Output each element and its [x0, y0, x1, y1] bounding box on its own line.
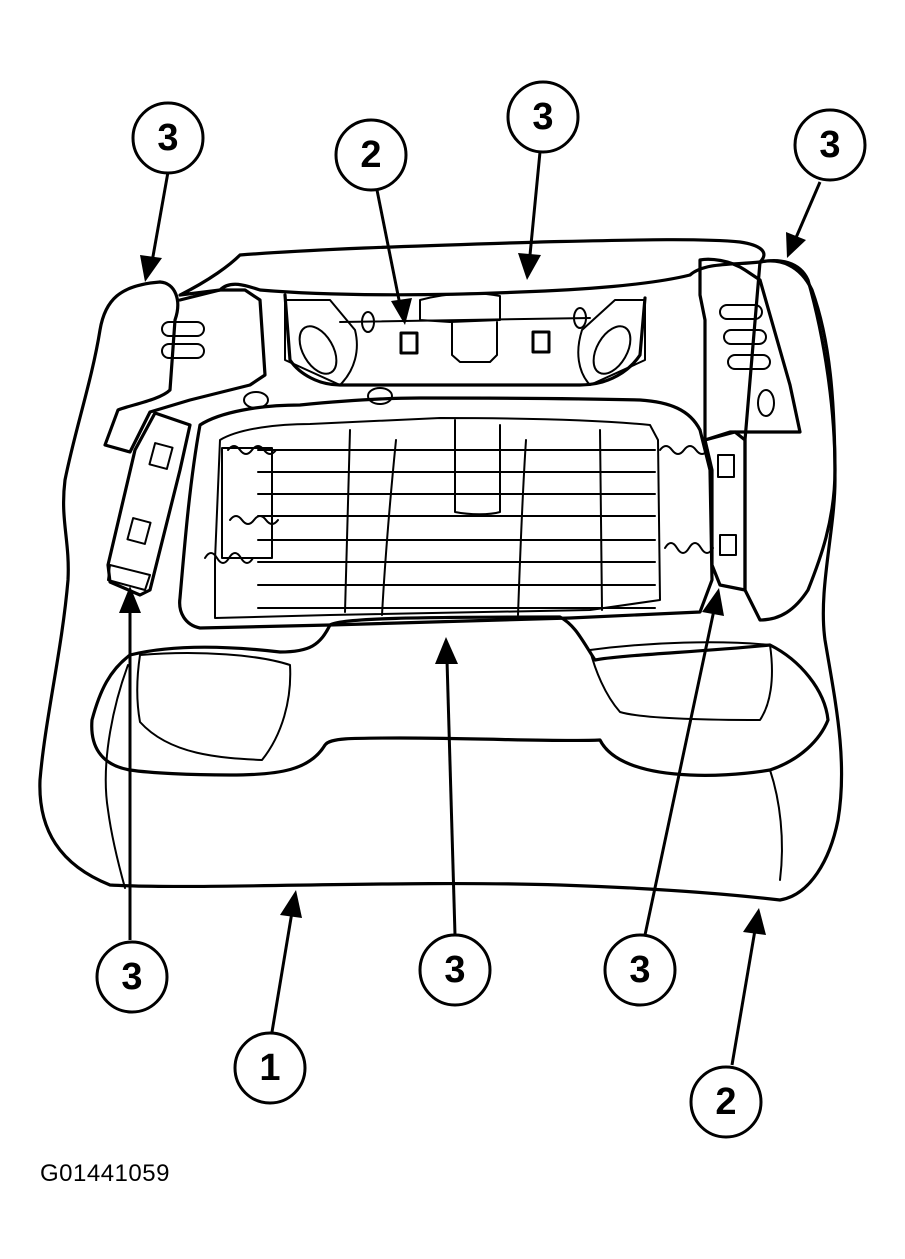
- callout-8: 1: [233, 1031, 307, 1105]
- left-trim-clip: [107, 564, 151, 591]
- rear-rod-end-left: [361, 311, 375, 333]
- callout-4-label: 3: [819, 124, 840, 166]
- front-right-seam: [769, 769, 783, 881]
- rear-crossbar: [283, 293, 647, 387]
- callout-9-label: 2: [715, 1081, 736, 1123]
- right-rear-knob: [757, 389, 775, 417]
- left-springs: [204, 445, 279, 564]
- rear-rod: [339, 317, 591, 323]
- rear-panel-top: [419, 292, 501, 323]
- left-slot-2: [161, 343, 205, 359]
- left-trim-tab-1: [148, 442, 174, 470]
- center-post: [451, 321, 498, 363]
- right-slot-1: [719, 304, 763, 320]
- left-rear-hole: [298, 325, 338, 375]
- callout-7: 3: [603, 933, 677, 1007]
- callout-2-label: 2: [360, 134, 381, 176]
- callout-1: 3: [131, 101, 205, 175]
- callout-5-label: 3: [121, 956, 142, 998]
- right-trim-tab: [717, 454, 735, 478]
- seat-cover-outline: [38, 259, 844, 902]
- left-trim-tab-2: [126, 517, 152, 545]
- right-springs: [659, 445, 714, 554]
- right-rear-hole: [592, 325, 632, 375]
- callout-3: 3: [506, 80, 580, 154]
- left-front-bolster: [136, 652, 292, 761]
- figure-id: G01441059: [40, 1160, 170, 1187]
- callout-9: 2: [689, 1065, 763, 1139]
- front-pan-outline: [90, 615, 830, 777]
- callout-5: 3: [95, 940, 169, 1014]
- right-side-bracket: [698, 257, 802, 442]
- seat-pan-inner: [214, 417, 661, 619]
- callout-1-label: 3: [157, 117, 178, 159]
- front-left-seam: [104, 664, 129, 889]
- right-slot-2: [723, 329, 767, 345]
- wire-grid: [257, 419, 656, 616]
- rear-clip-right: [531, 330, 551, 354]
- right-bolster: [743, 258, 837, 622]
- rear-rod-end-right: [573, 307, 587, 329]
- callout-3-label: 3: [532, 96, 553, 138]
- left-slot-1: [161, 321, 205, 337]
- callout-6: 3: [418, 933, 492, 1007]
- right-trim-tab-2: [719, 534, 737, 556]
- right-trim-panel: [703, 430, 747, 592]
- callout-leaders: [119, 151, 822, 1066]
- left-rear-bracket: [284, 299, 358, 386]
- callout-7-label: 3: [629, 949, 650, 991]
- callout-2: 2: [334, 118, 408, 192]
- seat-frame-outline: [178, 238, 766, 297]
- right-rear-bracket: [577, 299, 646, 386]
- right-slot-3: [727, 354, 771, 370]
- front-left-hole: [243, 391, 269, 409]
- seat-pan-frame: [178, 396, 714, 630]
- callout-8-label: 1: [259, 1047, 280, 1089]
- left-trim-panel: [106, 411, 192, 597]
- callout-6-label: 3: [444, 949, 465, 991]
- front-center-hole: [367, 387, 393, 405]
- rear-clip-left: [399, 331, 419, 355]
- callout-4: 3: [793, 108, 867, 182]
- left-side-bracket: [103, 280, 267, 454]
- right-front-bolster: [589, 641, 773, 721]
